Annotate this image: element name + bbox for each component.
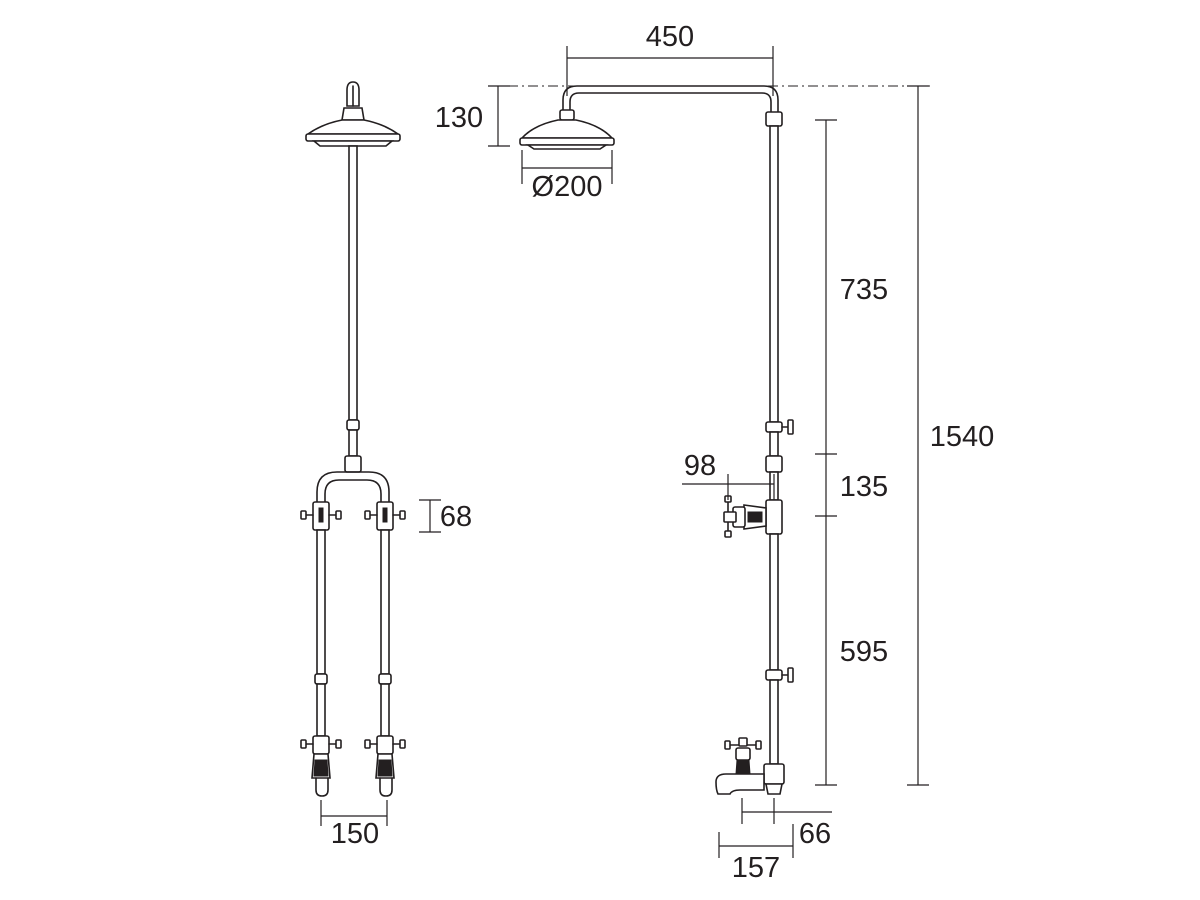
dim-spout-projection: 157 — [732, 852, 780, 884]
shower-arm — [569, 92, 772, 113]
front-riser — [348, 145, 358, 421]
front-view — [300, 81, 406, 797]
side-valve — [723, 495, 783, 538]
dim-total-height: 1540 — [930, 421, 995, 453]
side-riser — [769, 125, 779, 423]
front-right-leg — [364, 501, 406, 797]
dim-head-height: 130 — [435, 102, 483, 134]
dim-spout-offset: 66 — [799, 818, 831, 850]
bath-spout — [715, 737, 785, 795]
dim-valve-projection: 98 — [684, 450, 716, 482]
front-left-leg — [300, 501, 342, 797]
dimension-labels: 450 130 Ø200 735 135 595 1540 98 68 150 … — [331, 21, 994, 884]
front-shower-head — [305, 81, 401, 147]
dim-riser-upper: 735 — [840, 274, 888, 306]
side-shower-head — [519, 109, 615, 150]
dim-head-diameter: Ø200 — [532, 171, 603, 203]
dim-handle-height: 68 — [440, 501, 472, 533]
dimension-lines — [320, 46, 930, 858]
dim-arm-length: 450 — [646, 21, 694, 53]
dim-inlet-centres: 150 — [331, 818, 379, 850]
dim-valve-section: 135 — [840, 471, 888, 503]
dim-riser-lower: 595 — [840, 636, 888, 668]
